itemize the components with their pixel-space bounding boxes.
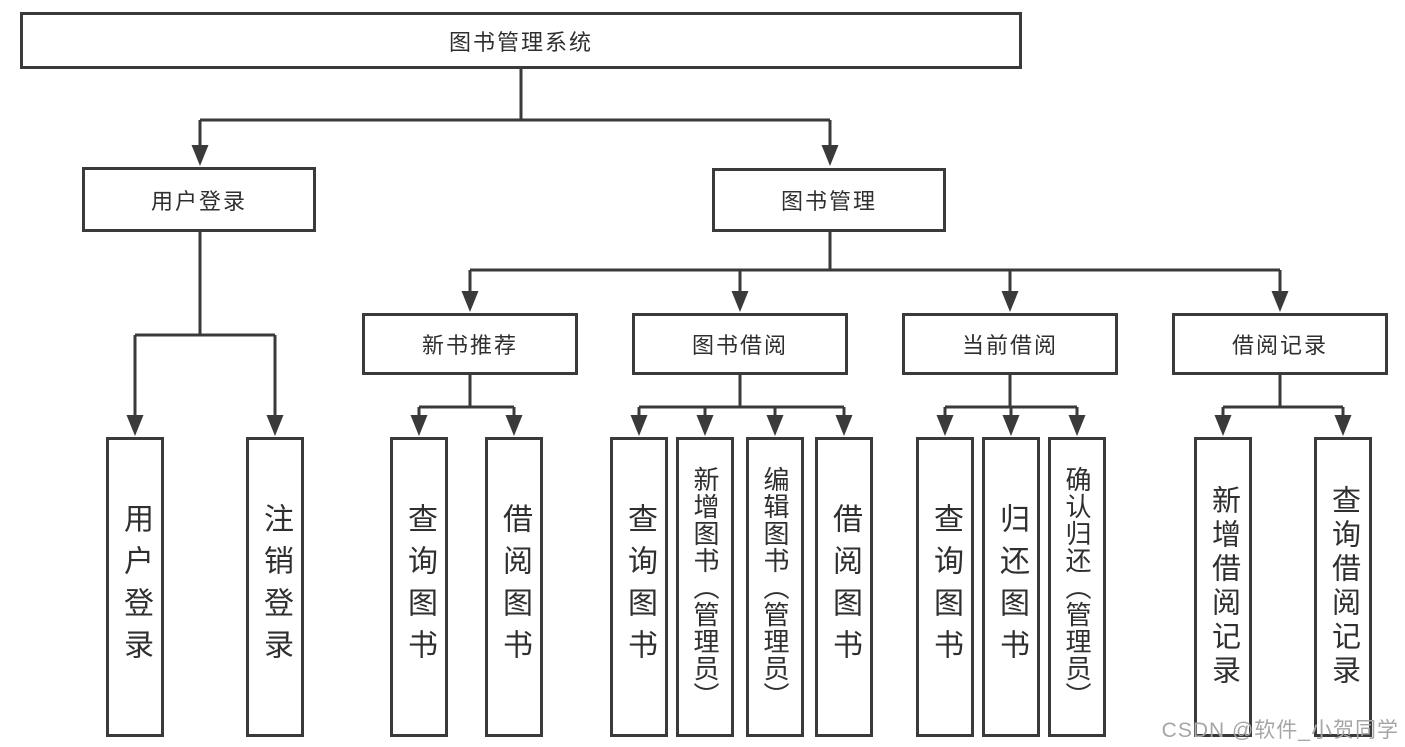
node-borrowing-records: 借阅记录 [1172,313,1388,375]
leaf-query-borrow-record: 查询借阅记录 [1314,437,1372,737]
leaf-add-books-admin: 新增图书（管理员） [676,437,734,737]
node-book-management: 图书管理 [712,168,946,232]
leaf-return-books: 归还图书 [982,437,1040,737]
leaf-edit-books-admin: 编辑图书（管理员） [746,437,804,737]
node-current-borrowing: 当前借阅 [902,313,1118,375]
leaf-user-login: 用户登录 [106,437,164,737]
node-book-borrowing: 图书借阅 [632,313,848,375]
leaf-query-books-borrowing: 查询图书 [610,437,668,737]
leaf-logout-login: 注销登录 [246,437,304,737]
leaf-borrow-books-recommend: 借阅图书 [485,437,543,737]
node-new-book-recommend: 新书推荐 [362,313,578,375]
leaf-confirm-return-admin: 确认归还（管理员） [1048,437,1106,737]
node-user-login: 用户登录 [82,167,316,232]
leaf-add-borrow-record: 新增借阅记录 [1194,437,1252,737]
leaf-query-books-recommend: 查询图书 [390,437,448,737]
connector-strokes [133,69,1345,418]
leaf-query-books-current: 查询图书 [916,437,974,737]
node-book-management-system: 图书管理系统 [20,12,1022,69]
leaf-borrow-books-borrowing: 借阅图书 [815,437,873,737]
csdn-watermark: CSDN @软件_小贺同学 [1161,719,1399,742]
